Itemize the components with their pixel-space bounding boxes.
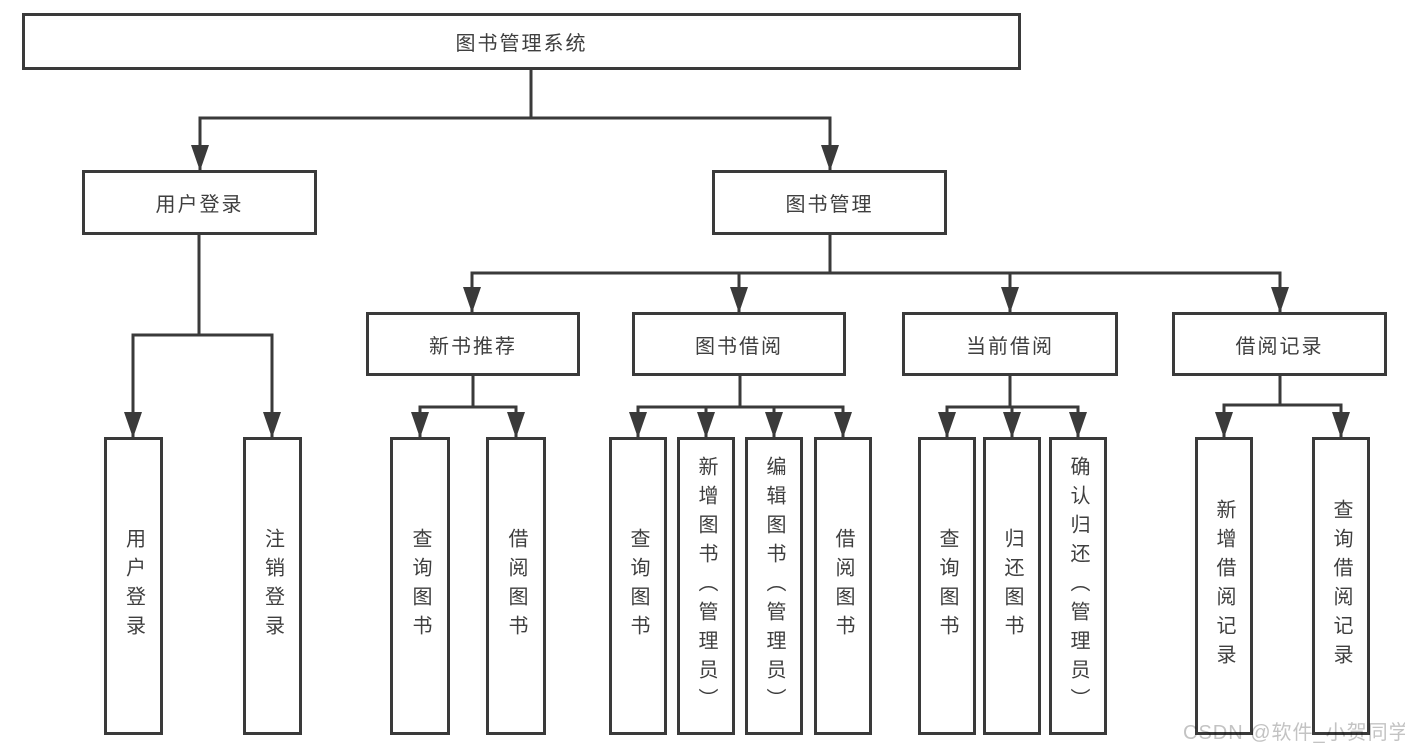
leaf-borrow-books-recommend: 借阅图书 bbox=[486, 437, 546, 735]
leaf-add-books-admin: 新增图书（管理员） bbox=[677, 437, 735, 735]
leaf-query-books-recommend: 查询图书 bbox=[390, 437, 450, 735]
node-user-login: 用户登录 bbox=[82, 170, 317, 235]
leaf-confirm-return-admin: 确认归还（管理员） bbox=[1049, 437, 1107, 735]
node-book-borrow: 图书借阅 bbox=[632, 312, 846, 376]
leaf-edit-books-admin: 编辑图书（管理员） bbox=[745, 437, 803, 735]
leaf-return-books: 归还图书 bbox=[983, 437, 1041, 735]
csdn-watermark: CSDN @软件_小贺同学 bbox=[1183, 722, 1405, 744]
node-book-management: 图书管理 bbox=[712, 170, 947, 235]
leaf-query-borrow-record: 查询借阅记录 bbox=[1312, 437, 1370, 735]
node-new-book-recommend: 新书推荐 bbox=[366, 312, 580, 376]
leaf-logout: 注销登录 bbox=[243, 437, 302, 735]
node-borrow-records: 借阅记录 bbox=[1172, 312, 1387, 376]
leaf-query-books-borrow: 查询图书 bbox=[609, 437, 667, 735]
leaf-add-borrow-record: 新增借阅记录 bbox=[1195, 437, 1253, 735]
node-current-borrow: 当前借阅 bbox=[902, 312, 1118, 376]
leaf-user-login: 用户登录 bbox=[104, 437, 163, 735]
leaf-query-books-current: 查询图书 bbox=[918, 437, 976, 735]
node-library-system: 图书管理系统 bbox=[22, 13, 1021, 70]
leaf-borrow-books: 借阅图书 bbox=[814, 437, 872, 735]
